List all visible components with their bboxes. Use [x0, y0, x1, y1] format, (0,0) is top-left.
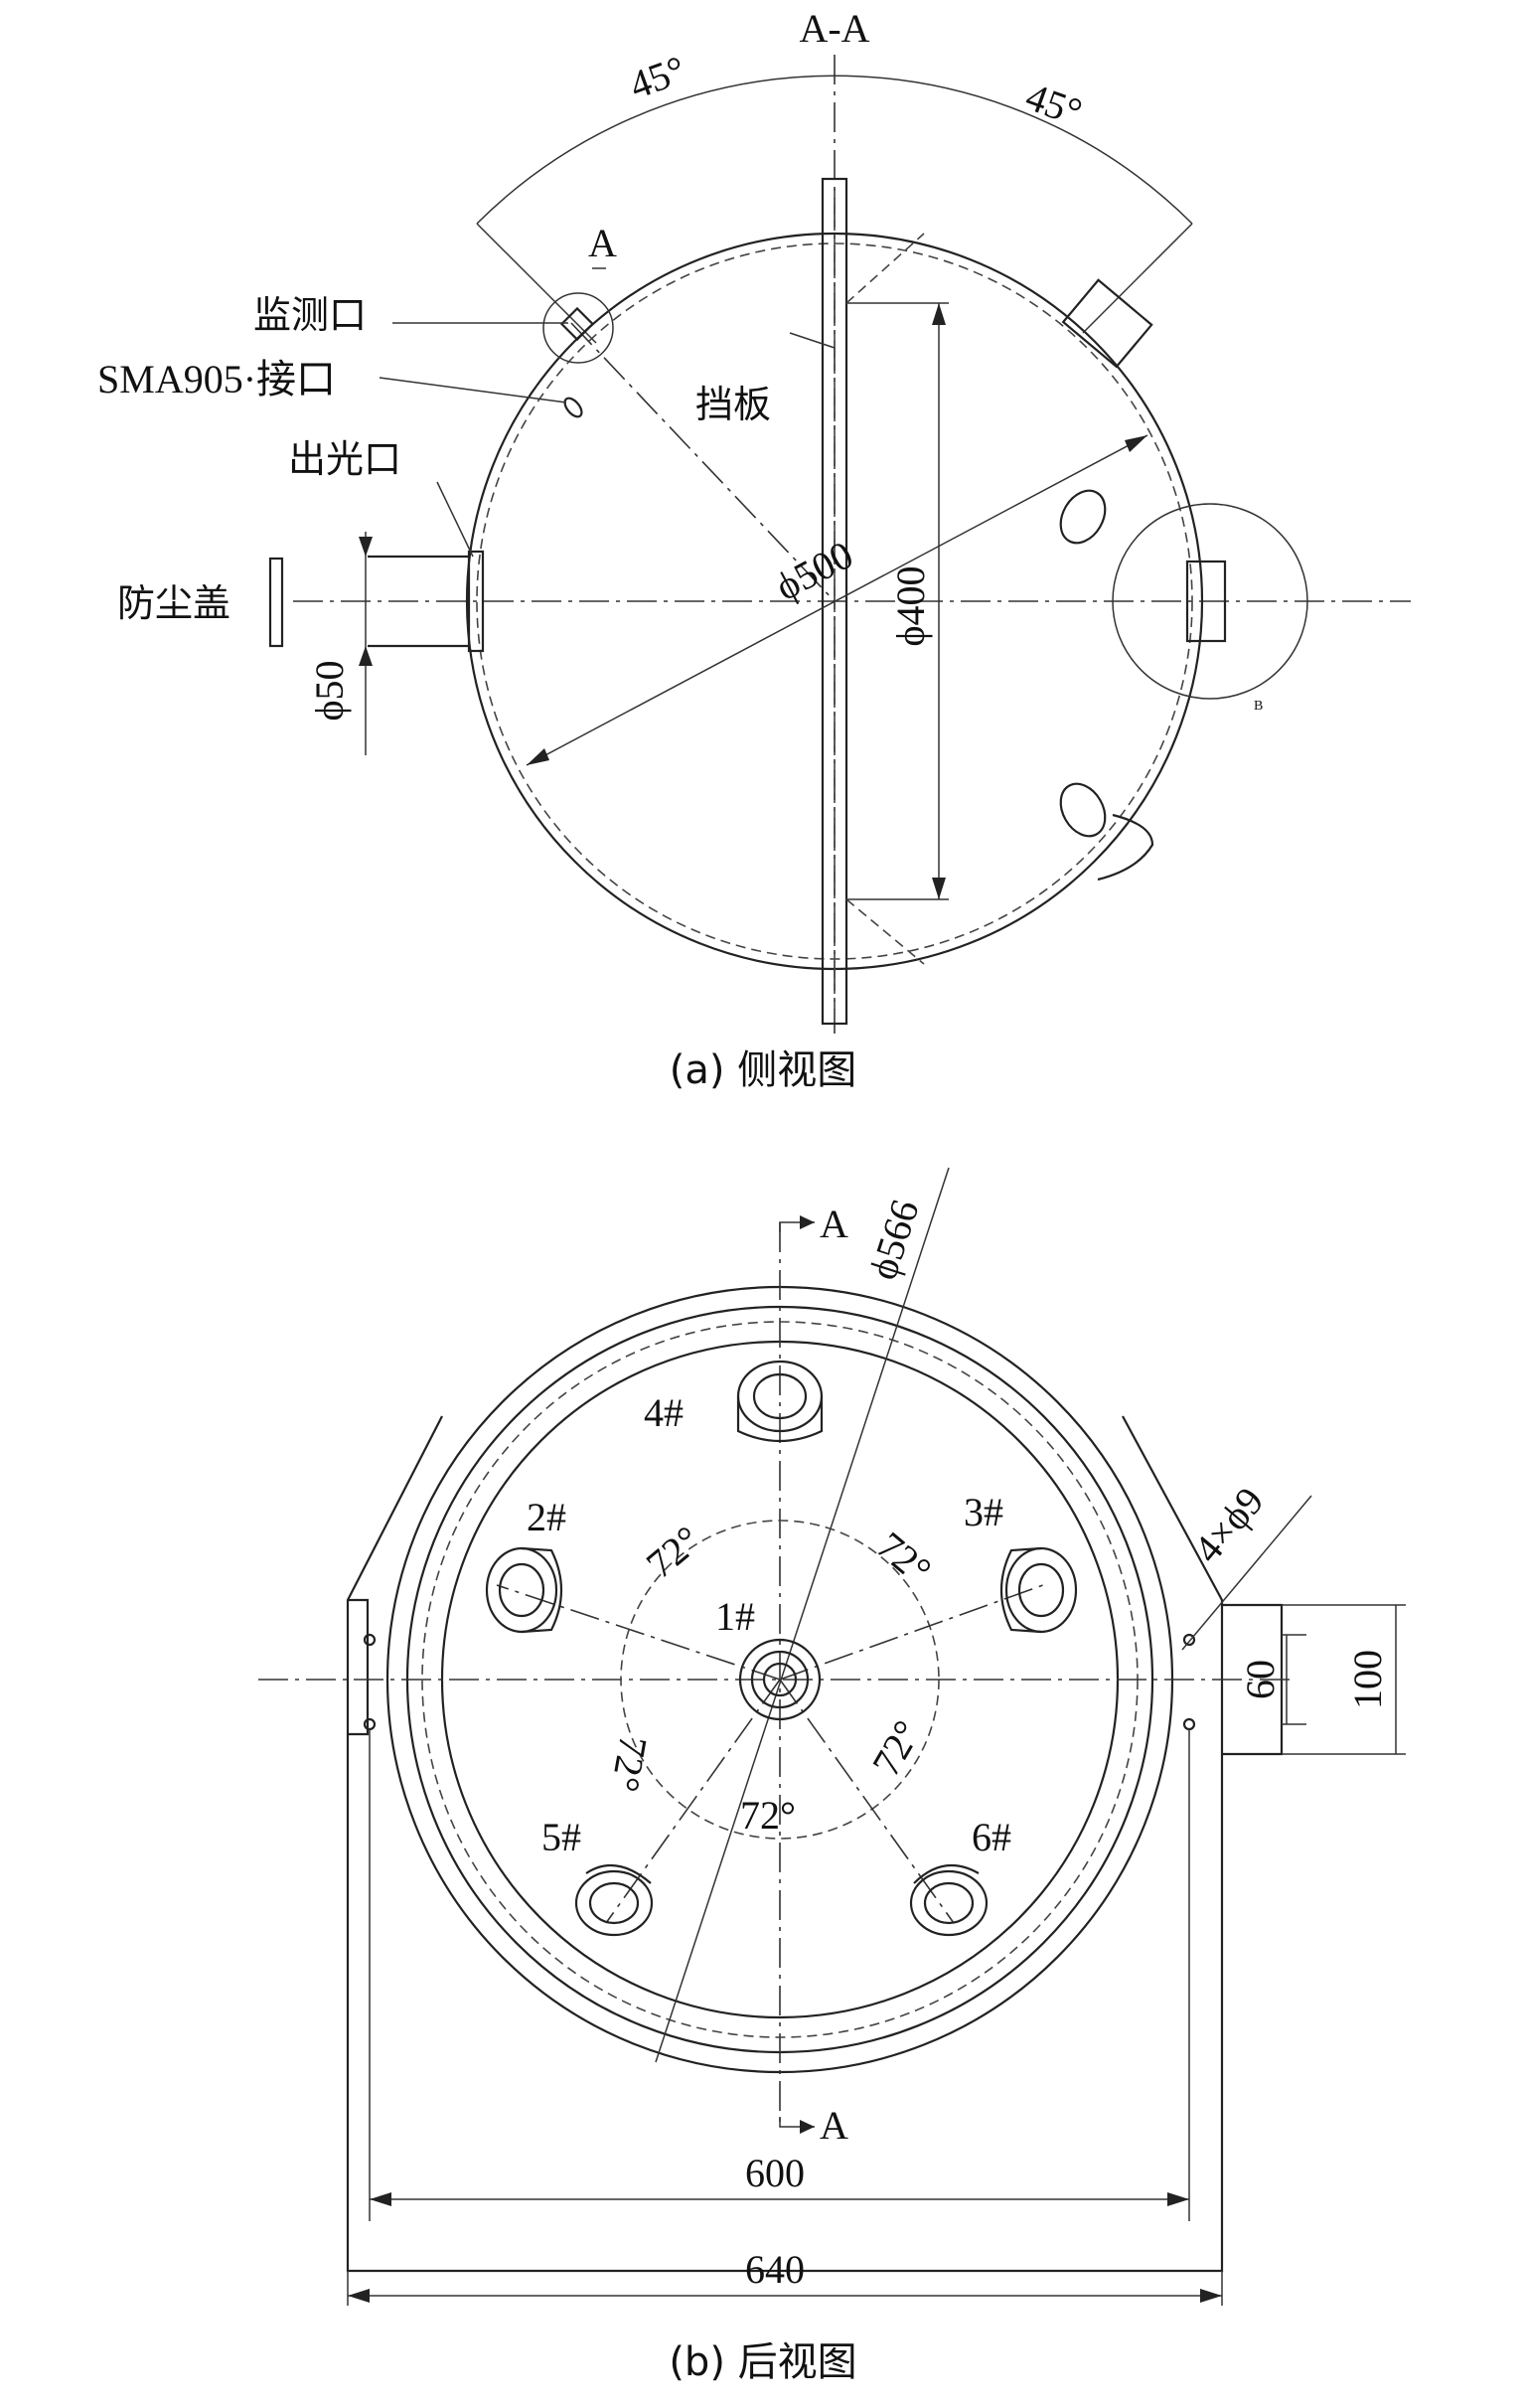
monitor-axis-line [570, 322, 836, 602]
port-4-label: 4# [644, 1390, 684, 1435]
section-arrow-top [800, 1215, 815, 1229]
hole-top-right [1182, 1633, 1196, 1647]
port-2 [485, 1546, 563, 1634]
port-2-label: 2# [527, 1495, 566, 1539]
right-port-ellipse-top [1059, 489, 1107, 545]
angle-ext-right [1082, 223, 1193, 334]
baffle-plate [821, 177, 848, 1026]
back-view: A A ϕ566 [258, 1167, 1406, 2385]
baffle-hidden-top [845, 233, 925, 304]
side-view: A-A 45° 45° ϕ400 挡板 ϕ500 [97, 6, 1411, 1093]
angle-5-label: 72° [740, 1793, 796, 1838]
dim-400-label: ϕ400 [888, 565, 933, 646]
hole-top-left [363, 1633, 377, 1647]
section-label-aa: A-A [799, 6, 869, 51]
radial-line-6 [779, 1679, 955, 1924]
sma-port-leader [379, 377, 567, 403]
section-top-label: A [820, 1202, 848, 1246]
sma-port [563, 397, 583, 418]
dim-100-label: 100 [1345, 1650, 1390, 1709]
angle-arc [476, 75, 1193, 225]
radial-line-5 [605, 1679, 781, 1924]
dim-600-label: 600 [745, 2151, 805, 2195]
detail-a-circle [542, 292, 614, 364]
right-port-ellipse-bottom [1059, 782, 1107, 838]
port-3-label: 3# [964, 1490, 1003, 1534]
detail-a-label: A [588, 221, 617, 265]
dim-50-label: ϕ50 [307, 660, 352, 721]
port-6 [909, 1863, 989, 1937]
port-4 [736, 1360, 824, 1443]
left-flange [348, 1598, 370, 1736]
right-port [1185, 560, 1227, 643]
monitor-port-label: 监测口 [253, 293, 367, 337]
angle-2-label: 72° [868, 1523, 940, 1592]
mount-bracket [346, 1415, 1224, 2273]
dim-566-line [655, 1167, 950, 2063]
port-6-label: 6# [972, 1815, 1011, 1859]
baffle-hidden-bottom [845, 898, 925, 965]
angle-arc-b [620, 1520, 940, 1840]
angle-3-label: 72° [602, 1732, 656, 1795]
port-1 [738, 1638, 822, 1721]
dust-cap-label: 防尘盖 [117, 581, 230, 625]
radial-line-2 [496, 1584, 781, 1681]
hole-bottom-left [363, 1717, 377, 1731]
radial-line-3 [779, 1584, 1044, 1681]
angle-left-label: 45° [624, 47, 691, 107]
light-outlet-label: 出光口 [288, 437, 401, 481]
dust-cap [268, 557, 284, 648]
detail-b-circle [1112, 503, 1308, 700]
sma-port-label: SMA905·接口 [97, 357, 336, 401]
port-5-label: 5# [541, 1815, 581, 1859]
port-5 [574, 1863, 654, 1937]
dim-566-label: ϕ566 [860, 1195, 928, 1285]
section-bottom-label: A [820, 2103, 848, 2148]
angle-right-label: 45° [1020, 74, 1088, 134]
side-view-caption: (a) 侧视图 [670, 1047, 856, 1093]
port-3 [999, 1546, 1078, 1634]
angle-ext-left [476, 223, 597, 344]
monitor-port [559, 306, 595, 342]
baffle-leader [789, 332, 836, 349]
upper-right-port [1061, 278, 1153, 369]
light-outlet-leader [436, 481, 474, 558]
baffle-label: 挡板 [695, 383, 771, 426]
dim-500-line [526, 434, 1148, 766]
back-view-caption: (b) 后视图 [669, 2339, 856, 2385]
port-1-label: 1# [715, 1594, 755, 1639]
right-bottom-bracket [1097, 813, 1154, 882]
hole-bottom-right [1182, 1717, 1196, 1731]
dim-640-label: 640 [745, 2247, 805, 2292]
angle-4-label: 72° [863, 1713, 930, 1784]
holes-leader [1181, 1495, 1312, 1651]
light-outlet-flange [467, 550, 485, 653]
angle-1-label: 72° [638, 1517, 709, 1586]
section-arrow-bottom [800, 2120, 815, 2134]
detail-b-label: B [1254, 699, 1263, 714]
dim-60-label: 60 [1238, 1660, 1283, 1699]
